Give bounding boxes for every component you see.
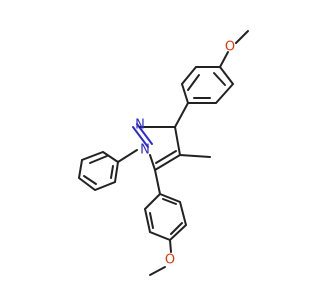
bond-c3-aryl: [174, 102, 189, 128]
bond-c4-c5: [154, 154, 181, 171]
bond-c3-c4: [174, 126, 181, 156]
atom-label-n1: N: [135, 118, 145, 133]
bottom-methoxyphenyl-ring: [143, 169, 188, 276]
atom-label-n2: N: [140, 143, 150, 158]
phenyl-hexagon: [77, 150, 120, 192]
bond-c5-n2: [149, 154, 156, 171]
bond-c5-aryl: [154, 169, 161, 195]
bottom-double-3: [162, 198, 177, 205]
top-double-1: [187, 74, 200, 91]
bottom-double-2: [170, 222, 183, 235]
bottom-double-1: [149, 212, 154, 229]
phenyl-double-2: [83, 175, 97, 185]
phenyl-double-1: [89, 155, 108, 164]
bond-n1-n2: [132, 126, 149, 148]
bond-aryl-o-bottom: [169, 239, 172, 253]
bond-c4-methyl: [179, 154, 211, 158]
bond-c4-c5-double: [155, 150, 177, 164]
top-double-2: [213, 72, 226, 86]
top-methoxyphenyl-ring: [174, 30, 249, 128]
bond-o-methyl-top: [235, 30, 249, 44]
phenyl-double-3: [110, 165, 114, 179]
molecule-structure-diagram: N N O O: [77, 30, 249, 276]
pyrazole-ring: [132, 123, 211, 171]
phenyl-ring: [77, 149, 138, 192]
atom-label-o-top: O: [225, 40, 235, 55]
bond-o-methyl-bottom: [149, 266, 166, 276]
atom-label-o-bottom: O: [165, 253, 175, 268]
bond-aryl-o-top: [219, 51, 229, 68]
bond-n-phenyl: [117, 149, 138, 163]
